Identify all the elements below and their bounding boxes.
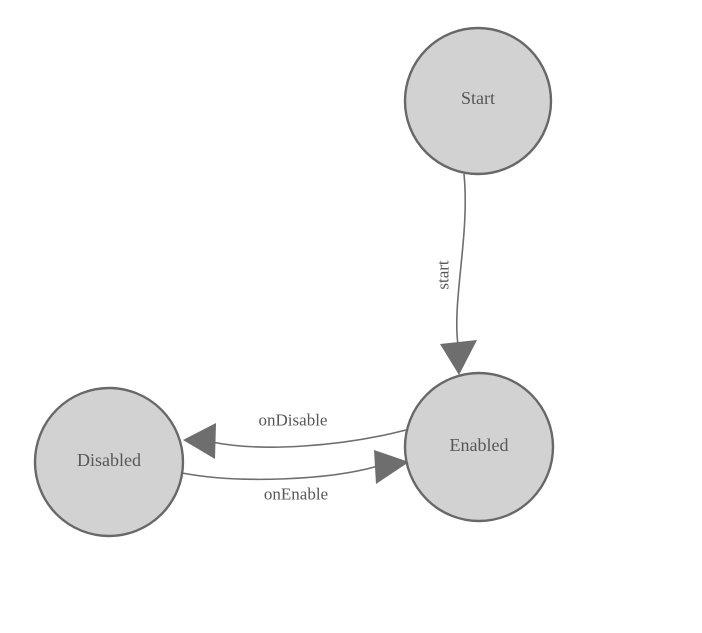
- node-start-label: Start: [461, 88, 495, 108]
- node-enabled-label: Enabled: [450, 435, 509, 455]
- edge-disabled-to-enabled-label: onEnable: [264, 485, 328, 504]
- edge-start-to-enabled[interactable]: start: [434, 173, 478, 375]
- edge-disabled-to-enabled-line: [181, 465, 379, 481]
- edge-start-to-enabled-arrowhead: [440, 340, 477, 375]
- edge-start-to-enabled-line: [455, 173, 467, 346]
- edge-enabled-to-disabled-label: onDisable: [259, 411, 328, 430]
- node-start-circle: [403, 26, 553, 176]
- edge-enabled-to-disabled-arrowhead: [183, 423, 216, 459]
- edge-enabled-to-disabled[interactable]: onDisable: [183, 411, 407, 460]
- node-start[interactable]: Start: [403, 26, 553, 176]
- node-disabled-circle: [33, 386, 185, 538]
- node-disabled-label: Disabled: [77, 450, 141, 470]
- edge-start-to-enabled-label: start: [434, 260, 453, 290]
- node-enabled[interactable]: Enabled: [403, 371, 555, 523]
- edge-enabled-to-disabled-line: [211, 429, 407, 448]
- edge-disabled-to-enabled[interactable]: onEnable: [181, 450, 409, 504]
- node-disabled[interactable]: Disabled: [33, 386, 185, 538]
- node-enabled-circle: [403, 371, 555, 523]
- edge-disabled-to-enabled-arrowhead: [374, 450, 409, 484]
